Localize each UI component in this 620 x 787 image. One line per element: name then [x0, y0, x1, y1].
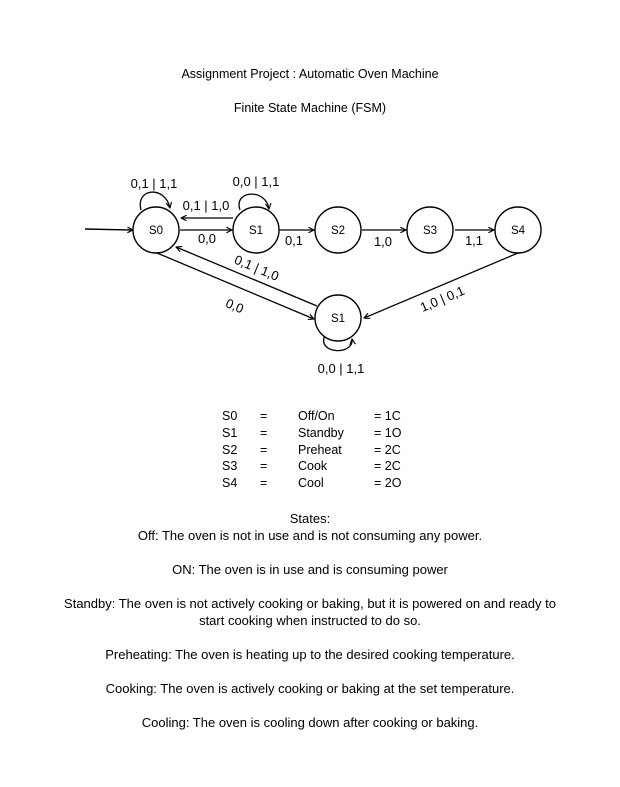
edge-label-s4-s1b: 1,0 | 0,1 [418, 283, 467, 315]
legend-equals: = [260, 409, 268, 423]
legend-code: = 1O [374, 425, 402, 440]
legend-state: S4 [222, 476, 238, 491]
edge-label-s3-s4: 1,1 [465, 233, 483, 248]
legend-equals: = [260, 459, 268, 474]
legend-name: Cook [298, 459, 328, 474]
node-label-s1-bottom: S1 [331, 313, 345, 325]
legend-name: Standby [298, 425, 344, 440]
state-description: Off: The oven is not in use and is not c… [137, 528, 483, 543]
edge-label-s1b-s0: 0,1 | 1,0 [232, 252, 281, 284]
node-s1: S1 [232, 206, 280, 254]
legend-code: = 1C [374, 409, 401, 423]
states-heading: States: [289, 511, 331, 526]
state-description: Cooking: The oven is actively cooking or… [105, 681, 515, 696]
legend-code: = 2C [374, 442, 401, 457]
legend-state: S1 [222, 425, 238, 440]
legend-state: S2 [222, 442, 238, 457]
initial-arrow [84, 229, 133, 230]
edge-label-s0-s1: 0,0 [198, 231, 216, 246]
node-s4: S4 [494, 206, 542, 254]
node-s3: S3 [406, 206, 454, 254]
edge-s1-self [238, 193, 269, 211]
legend-name: Cool [298, 476, 324, 491]
edge-label-s1-self: 0,0 | 1,1 [233, 174, 280, 189]
legend-state: S0 [222, 409, 238, 423]
states-description: States: Off: The oven is not in use and … [60, 510, 560, 748]
node-s2: S2 [314, 206, 362, 254]
node-label-s2: S2 [331, 225, 345, 237]
edge-label-s1b-self: 0,0 | 1,1 [318, 361, 365, 376]
fsm-diagram: 0,1 | 1,1 0,0 | 1,1 0,1 | 1,0 0,0 0,1 1,… [84, 174, 542, 376]
node-label-s1: S1 [249, 225, 263, 237]
page-subtitle: Finite State Machine (FSM) [233, 101, 387, 115]
legend-equals: = [260, 476, 268, 491]
edge-s4-s1b [364, 252, 519, 318]
node-label-s0: S0 [149, 225, 163, 237]
legend-code: = 2O [374, 476, 402, 491]
node-s0: S0 [132, 206, 180, 254]
node-s1-bottom: S1 [314, 294, 362, 342]
edge-label-s1-s2: 0,1 [285, 233, 303, 248]
edge-label-s0-self: 0,1 | 1,1 [131, 176, 178, 191]
edge-label-s1-s0: 0,1 | 1,0 [183, 198, 230, 213]
edge-label-s0-s1b: 0,0 [224, 295, 246, 316]
state-description: Standby: The oven is not actively cookin… [64, 596, 556, 628]
edge-s1b-self [322, 334, 352, 352]
legend-equals: = [260, 442, 268, 457]
legend-code: = 2C [374, 459, 401, 474]
state-description: Preheating: The oven is heating up to th… [105, 647, 515, 662]
legend-state: S3 [222, 459, 238, 474]
state-description: ON: The oven is in use and is consuming … [172, 562, 448, 577]
edge-s0-self [139, 191, 170, 211]
legend-name: Off/On [298, 409, 335, 423]
legend-equals: = [260, 425, 268, 440]
page-title: Assignment Project : Automatic Oven Mach… [181, 67, 439, 81]
edge-s1b-s0 [176, 247, 318, 307]
edge-s0-s1b [156, 252, 314, 319]
state-description: Cooling: The oven is cooling down after … [141, 715, 479, 730]
node-label-s3: S3 [423, 225, 437, 237]
legend-name: Preheat [298, 442, 342, 457]
node-label-s4: S4 [511, 225, 526, 237]
edge-label-s2-s3: 1,0 [374, 234, 392, 249]
